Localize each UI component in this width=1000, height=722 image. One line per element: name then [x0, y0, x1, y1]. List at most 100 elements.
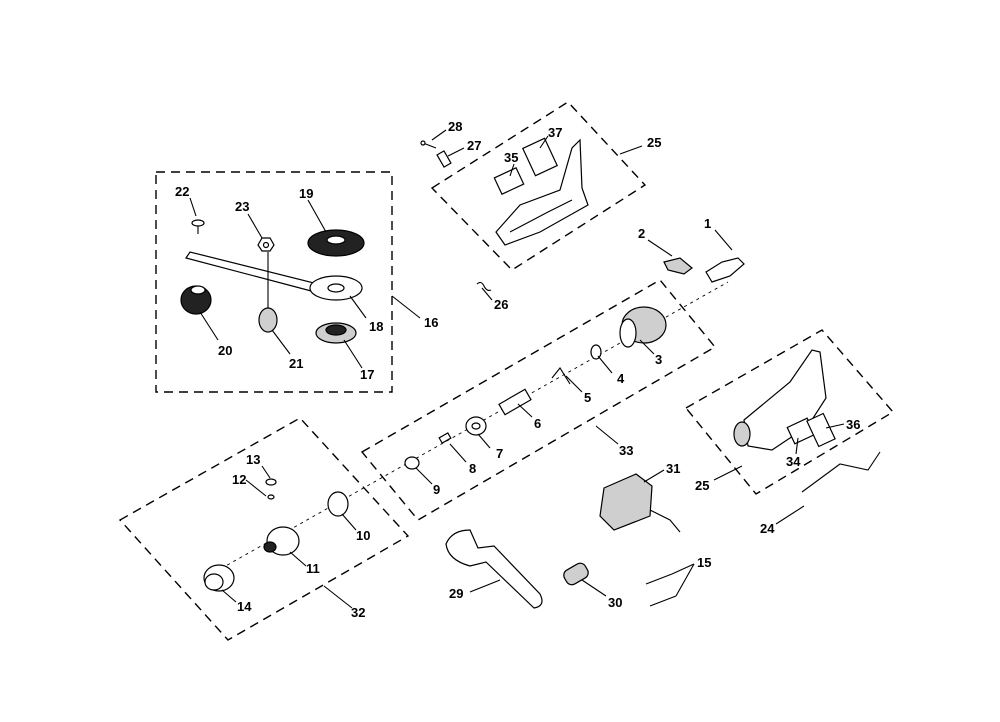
sleeve-9 — [404, 456, 420, 470]
leader-9 — [415, 467, 433, 485]
leader-28 — [431, 129, 447, 141]
shaft-6 — [498, 388, 532, 416]
group-box-25-top — [430, 101, 647, 271]
group-box-32 — [118, 417, 410, 641]
leader-25a — [619, 145, 643, 155]
gear-19 — [307, 229, 365, 257]
callout-28: 28 — [448, 119, 462, 134]
leader-31 — [643, 469, 665, 483]
callout-17: 17 — [360, 367, 374, 382]
callout-10: 10 — [356, 528, 370, 543]
label-36 — [806, 412, 836, 448]
motor-3 — [619, 306, 667, 348]
lever-arm-18 — [185, 251, 363, 301]
callout-27: 27 — [467, 138, 481, 153]
collet-30 — [563, 562, 589, 586]
callout-9: 9 — [433, 482, 440, 497]
leader-14 — [221, 589, 237, 603]
leader-21 — [271, 329, 291, 355]
leader-33 — [595, 425, 619, 445]
housing-half — [495, 138, 589, 246]
callout-21: 21 — [289, 356, 303, 371]
callout-14: 14 — [237, 599, 252, 614]
wrench-29 — [445, 529, 543, 609]
callout-11: 11 — [306, 561, 320, 576]
leader-17 — [343, 339, 363, 369]
cap-14 — [203, 564, 235, 592]
leader-13 — [261, 465, 271, 479]
leader-23 — [247, 213, 263, 239]
switch-1 — [705, 257, 745, 283]
callout-25-top: 25 — [647, 135, 661, 150]
leader-35 — [509, 163, 515, 177]
callout-13: 13 — [246, 452, 260, 467]
callout-34: 34 — [786, 454, 801, 469]
callout-22: 22 — [175, 184, 189, 199]
washer-4 — [590, 344, 602, 360]
leader-12 — [245, 479, 267, 497]
callout-3: 3 — [655, 352, 662, 367]
leader-4 — [597, 355, 613, 374]
leader-16 — [391, 295, 421, 319]
leader-20 — [199, 311, 219, 341]
leader-30 — [581, 579, 607, 597]
leader-29 — [469, 579, 501, 593]
callout-23: 23 — [235, 199, 249, 214]
callout-16: 16 — [424, 315, 438, 330]
callout-24: 24 — [760, 521, 775, 536]
leader-1 — [714, 229, 733, 251]
slider-2 — [663, 257, 693, 275]
callout-6: 6 — [534, 416, 541, 431]
leader-3 — [639, 339, 655, 355]
leader-15b — [675, 563, 695, 597]
callout-4: 4 — [617, 371, 625, 386]
leader-10 — [341, 513, 357, 531]
callout-25-right: 25 — [695, 478, 709, 493]
leader-5 — [565, 375, 583, 393]
leader-18 — [349, 295, 367, 319]
leader-36 — [825, 423, 845, 429]
screw-22 — [191, 219, 205, 234]
callout-19: 19 — [299, 186, 313, 201]
pinion-21 — [258, 252, 278, 333]
leader-6 — [517, 403, 533, 418]
spacer-8 — [438, 432, 452, 444]
label-37 — [521, 137, 559, 177]
bearing-7 — [465, 416, 487, 436]
leader-19 — [307, 199, 327, 233]
leader-2 — [647, 239, 673, 257]
screw-13 — [265, 478, 277, 486]
leader-32 — [323, 585, 353, 609]
callout-20: 20 — [218, 343, 232, 358]
callout-5: 5 — [584, 390, 591, 405]
callout-31: 31 — [666, 461, 680, 476]
group-box-33 — [360, 279, 717, 521]
callout-18: 18 — [369, 319, 383, 334]
callout-29: 29 — [449, 586, 463, 601]
callout-1: 1 — [704, 216, 711, 231]
callout-30: 30 — [608, 595, 622, 610]
cord-24 — [801, 451, 881, 493]
group-box-16 — [155, 171, 393, 393]
gear-17 — [315, 322, 357, 344]
clip-26 — [476, 281, 492, 292]
pin-28 — [420, 140, 437, 149]
label-35 — [493, 166, 525, 196]
leader-26 — [481, 287, 493, 301]
brushes-15 — [645, 573, 677, 607]
knob-20 — [180, 285, 212, 315]
callout-37: 37 — [548, 125, 562, 140]
callout-7: 7 — [496, 446, 503, 461]
leader-15a — [671, 563, 695, 575]
leader-22 — [189, 197, 197, 217]
ring-12 — [267, 494, 275, 500]
case-31 — [599, 473, 681, 533]
callout-2: 2 — [638, 226, 645, 241]
leader-34 — [795, 437, 799, 455]
leader-37 — [539, 135, 549, 149]
callout-32: 32 — [351, 605, 365, 620]
leader-24 — [775, 505, 805, 525]
key-5 — [551, 367, 571, 385]
callout-26: 26 — [494, 297, 508, 312]
